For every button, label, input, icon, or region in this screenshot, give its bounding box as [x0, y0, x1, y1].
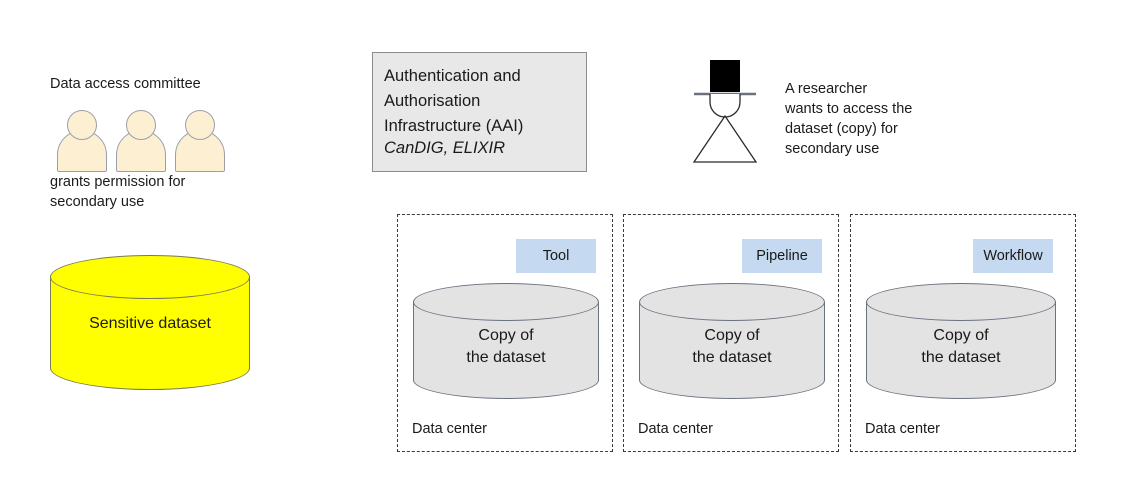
data-center-tag: Pipeline: [742, 239, 822, 273]
copy-dataset-cylinder: Copy of the dataset: [639, 283, 825, 399]
person-icon: [116, 110, 166, 172]
aai-title: Authentication and Authorisation Infrast…: [384, 67, 524, 135]
data-center-tag: Tool: [516, 239, 596, 273]
cylinder-top-ellipse: [413, 283, 599, 321]
data-center-box: Workflow Copy of the dataset Data center: [850, 214, 1076, 452]
aai-box: Authentication and Authorisation Infrast…: [372, 52, 587, 172]
copy-dataset-label: Copy of the dataset: [692, 327, 772, 366]
data-center-box: Pipeline Copy of the dataset Data center: [623, 214, 839, 452]
sensitive-dataset-cylinder: Sensitive dataset: [50, 255, 250, 390]
data-center-box: Tool Copy of the dataset Data center: [397, 214, 613, 452]
person-head-icon: [67, 110, 97, 140]
cylinder-shape: [413, 283, 599, 399]
person-icon: [175, 110, 225, 172]
head-icon: [709, 94, 741, 118]
data-center-footer-label: Data center: [638, 421, 713, 437]
cylinder-top-ellipse: [50, 255, 250, 299]
aai-subtitle: CanDIG, ELIXIR: [384, 139, 506, 157]
copy-dataset-label: Copy of the dataset: [921, 327, 1001, 366]
person-icon: [57, 110, 107, 172]
body-icon: [692, 114, 758, 163]
cylinder-shape: [639, 283, 825, 399]
data-center-tag: Workflow: [973, 239, 1053, 273]
committee-title: Data access committee: [50, 76, 201, 92]
data-center-footer-label: Data center: [865, 421, 940, 437]
cylinder-top-ellipse: [866, 283, 1056, 321]
cylinder-shape: [50, 255, 250, 390]
person-head-icon: [185, 110, 215, 140]
sensitive-dataset-label: Sensitive dataset: [89, 315, 211, 332]
copy-dataset-label: Copy of the dataset: [466, 327, 546, 366]
person-head-icon: [126, 110, 156, 140]
committee-caption: grants permission for secondary use: [50, 174, 186, 210]
researcher-figure-icon: [686, 58, 762, 168]
copy-dataset-cylinder: Copy of the dataset: [866, 283, 1056, 399]
cylinder-top-ellipse: [639, 283, 825, 321]
researcher-caption: A researcher wants to access the dataset…: [785, 81, 913, 157]
hat-crown-icon: [710, 60, 740, 92]
data-center-footer-label: Data center: [412, 421, 487, 437]
researcher-svg-icon: [692, 60, 758, 163]
committee-people-group: [57, 110, 225, 172]
cylinder-shape: [866, 283, 1056, 399]
copy-dataset-cylinder: Copy of the dataset: [413, 283, 599, 399]
